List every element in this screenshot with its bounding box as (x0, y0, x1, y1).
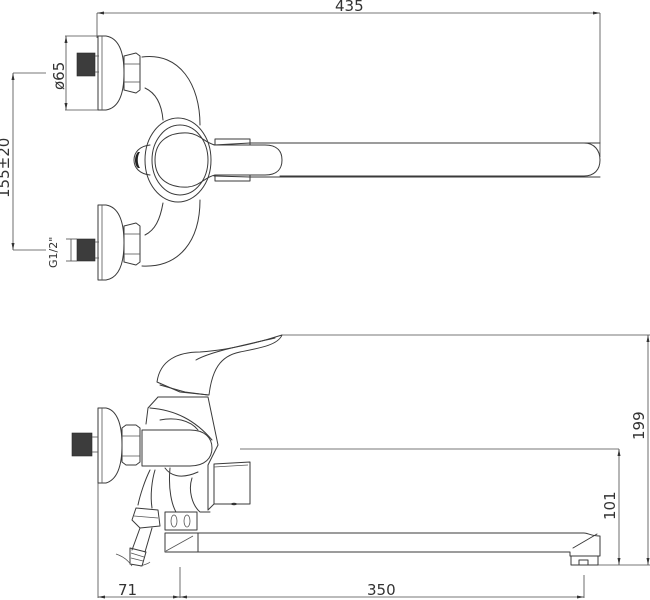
mixer-body-side (115, 334, 283, 567)
dimension-label-spout-height: 101 (601, 491, 619, 520)
dimension-label-overall-height: 199 (630, 411, 648, 440)
dimension-spout-height: 101 (240, 448, 621, 565)
side-view: 199 101 71 350 (71, 334, 650, 599)
dimension-label-wall-offset: 71 (118, 581, 137, 599)
dimension-horizontal-reach: 71 350 (97, 483, 585, 599)
dimension-label-thread: G1/2" (47, 237, 60, 268)
dimension-label-spout-reach: 350 (367, 581, 396, 599)
dimension-label-overall-length: 435 (335, 0, 364, 15)
spout-side (197, 532, 601, 566)
spout-top-view (279, 142, 601, 177)
dimension-inlet-spacing: 155±20 (0, 72, 46, 251)
mixer-body-top (133, 56, 601, 267)
dimension-label-inlet-spacing: 155±20 (0, 138, 13, 198)
wall-flange-side (71, 407, 141, 484)
upper-eccentric-connection: ø65 (50, 35, 141, 111)
dimension-label-diameter: ø65 (50, 62, 68, 90)
dimension-overall-length: 435 (96, 0, 601, 157)
top-view: 435 ø65 (0, 0, 601, 281)
dimension-overall-height: 199 (282, 334, 650, 566)
lower-eccentric-connection: G1/2" (47, 204, 141, 281)
